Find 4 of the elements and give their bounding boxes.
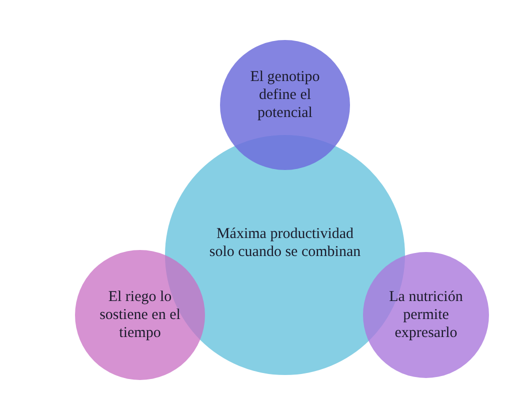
circle-text: El genotipo define el potencial <box>249 68 321 122</box>
circle-text: El riego lo sostiene en el tiempo <box>98 288 182 342</box>
circle-text: La nutrición permite expresarlo <box>388 288 464 342</box>
circle-text: Máxima productividad solo cuando se combinan <box>208 225 362 261</box>
